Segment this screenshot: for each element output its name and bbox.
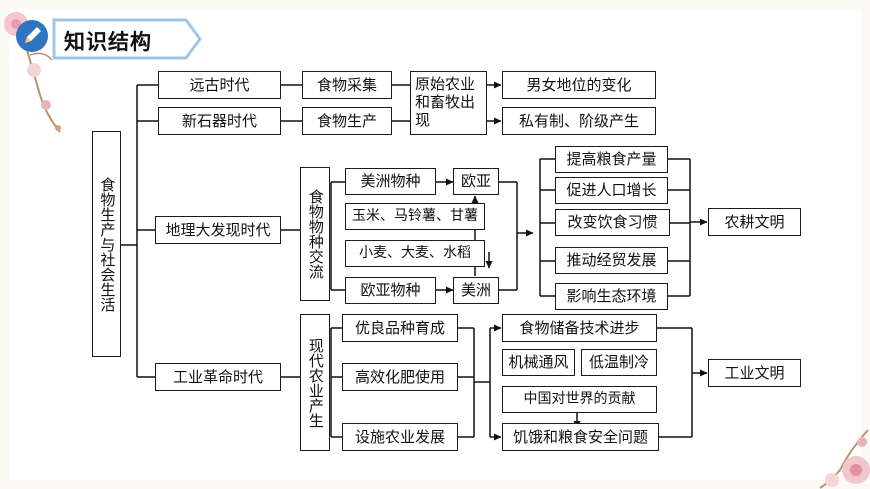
effect-ecology: 影响生态环境 [555,283,668,310]
era-neolithic: 新石器时代 [158,107,281,135]
pencil-icon [16,20,48,52]
farming-civilization: 农耕文明 [708,208,801,236]
industrial-civilization: 工业文明 [708,359,801,387]
flower-decoration-bottom-right-icon [819,429,870,489]
effect-food-output: 提高粮食产量 [555,146,668,173]
food-production: 食物生产 [302,107,392,135]
section-title: 知识结构 [64,30,152,54]
food-gathering: 食物采集 [302,71,392,99]
effect-population: 促进人口增长 [555,177,668,204]
mechanical-ventilation: 机械通风 [502,349,575,376]
eurasia-crops: 小麦、大麦、水稻 [345,240,485,267]
effect-trade: 推动经贸发展 [555,247,668,274]
fertilizer-use: 高效化肥使用 [342,363,458,391]
era-industrial: 工业革命时代 [155,363,281,391]
private-ownership: 私有制、阶级产生 [502,107,656,135]
species-exchange: 食物物种交流 [300,167,330,301]
seed-breeding: 优良品种育成 [342,314,458,342]
effect-diet: 改变饮食习惯 [555,209,670,236]
americas-crops: 玉米、马铃薯、甘薯 [345,203,485,230]
root-node: 食物生产与社会生活 [92,131,121,357]
section-header-tab [52,18,203,60]
eurasia-species: 欧亚物种 [345,277,436,304]
hunger-food-security: 饥饿和粮食安全问题 [502,423,659,451]
china-contribution: 中国对世界的贡献 [502,386,657,413]
storage-tech: 食物储备技术进步 [502,314,657,342]
modern-agriculture: 现代农业产生 [300,314,330,451]
americas-node: 美洲 [453,277,499,304]
era-discovery: 地理大发现时代 [155,216,281,244]
gender-status-change: 男女地位的变化 [502,71,656,99]
low-temp-refrigeration: 低温制冷 [581,349,657,376]
era-ancient: 远古时代 [158,71,281,99]
eurasia-node: 欧亚 [453,168,499,195]
facility-agriculture: 设施农业发展 [342,423,458,451]
original-agriculture: 原始农业和畜牧出现 [410,71,487,135]
americas-species: 美洲物种 [345,168,436,195]
